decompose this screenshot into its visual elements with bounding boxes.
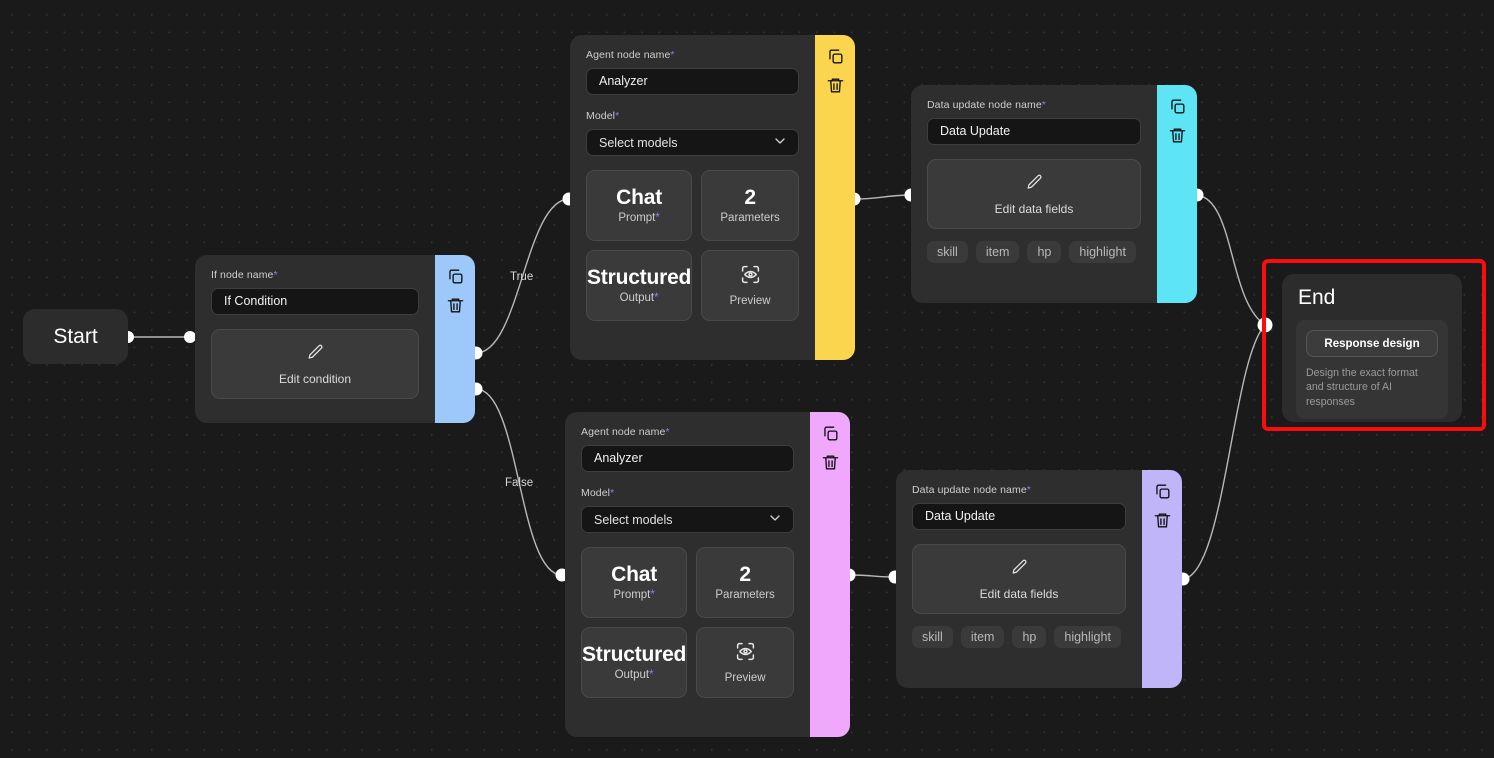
- tile-parameters-label: Parameters: [720, 211, 780, 224]
- start-node[interactable]: Start: [23, 309, 128, 364]
- data-update-top-name-label: Data update node name*: [927, 99, 1046, 111]
- tile-preview[interactable]: Preview: [701, 250, 799, 321]
- tag-pill[interactable]: item: [975, 241, 1020, 263]
- data-update-bottom-tags: skill item hp highlight: [912, 626, 1126, 648]
- edge-dataupdate-bottom-to-end: [1182, 324, 1266, 580]
- agent-true-model-value: Select models: [599, 135, 678, 150]
- tile-structured-output[interactable]: Structured Output*: [586, 250, 693, 321]
- edit-data-fields-label: Edit data fields: [994, 201, 1074, 216]
- copy-icon[interactable]: [446, 267, 465, 286]
- trash-icon[interactable]: [826, 76, 845, 95]
- tile-preview-label: Preview: [724, 672, 766, 684]
- chevron-down-icon: [772, 133, 788, 152]
- data-update-top-rail: [1157, 85, 1197, 303]
- response-design-button[interactable]: Response design: [1306, 330, 1438, 357]
- copy-icon[interactable]: [826, 47, 845, 66]
- tile-chat-label: Prompt*: [618, 211, 660, 224]
- agent-false-rail: [810, 412, 850, 737]
- chevron-down-icon: [767, 510, 783, 529]
- edge-dataupdate-top-to-end: [1196, 194, 1266, 326]
- data-update-node-bottom[interactable]: Data update node name* Data Update Edit …: [896, 470, 1182, 688]
- tile-structured-value: Structured: [587, 266, 692, 290]
- pencil-icon: [1025, 173, 1044, 197]
- trash-icon[interactable]: [821, 453, 840, 472]
- data-update-bottom-rail: [1142, 470, 1182, 688]
- pencil-icon: [1010, 558, 1029, 582]
- tile-parameters-value: 2: [739, 563, 751, 587]
- agent-false-name-label: Agent node name*: [581, 426, 670, 438]
- pencil-icon: [306, 343, 325, 367]
- response-design-description: Design the exact format and structure of…: [1306, 367, 1418, 408]
- end-node-title: End: [1298, 286, 1336, 309]
- end-node[interactable]: End Response design Design the exact for…: [1282, 274, 1462, 422]
- agent-true-rail: [815, 35, 855, 360]
- agent-true-model-select[interactable]: Select models: [586, 129, 799, 156]
- edit-data-fields-button[interactable]: Edit data fields: [927, 159, 1141, 229]
- start-node-title: Start: [53, 324, 98, 348]
- tag-pill[interactable]: highlight: [1069, 241, 1136, 263]
- tile-chat-prompt[interactable]: Chat Prompt*: [581, 547, 688, 618]
- if-node[interactable]: If node name* If Condition Edit conditio…: [195, 255, 475, 423]
- edge-agent-to-dataupdate-top: [853, 194, 912, 200]
- edge-label-false: False: [505, 477, 534, 489]
- eye-scan-icon: [740, 264, 761, 290]
- tile-preview[interactable]: Preview: [696, 627, 794, 698]
- agent-false-model-value: Select models: [594, 512, 673, 527]
- eye-scan-icon: [735, 641, 756, 667]
- edge-label-true: True: [510, 271, 534, 283]
- tag-pill[interactable]: hp: [1027, 241, 1062, 263]
- tag-pill[interactable]: item: [960, 626, 1005, 648]
- tile-parameters-label: Parameters: [715, 588, 775, 601]
- trash-icon[interactable]: [446, 296, 465, 315]
- tile-parameters[interactable]: 2 Parameters: [696, 547, 794, 618]
- copy-icon[interactable]: [821, 424, 840, 443]
- agent-true-model-label: Model*: [586, 110, 620, 122]
- copy-icon[interactable]: [1168, 97, 1187, 116]
- edit-condition-label: Edit condition: [278, 371, 352, 386]
- edit-data-fields-button[interactable]: Edit data fields: [912, 544, 1126, 614]
- end-node-selection-outline: End Response design Design the exact for…: [1262, 259, 1486, 431]
- data-update-top-name-input[interactable]: Data Update: [927, 118, 1141, 145]
- tile-structured-value: Structured: [582, 643, 687, 667]
- tag-pill[interactable]: skill: [927, 241, 968, 263]
- trash-icon[interactable]: [1153, 511, 1172, 530]
- agent-node-true[interactable]: Agent node name* Analyzer Model* Select …: [570, 35, 855, 360]
- data-update-bottom-name-label: Data update node name*: [912, 484, 1031, 496]
- data-update-node-top[interactable]: Data update node name* Data Update Edit …: [911, 85, 1197, 303]
- tile-chat-prompt[interactable]: Chat Prompt*: [586, 170, 693, 241]
- agent-node-false[interactable]: Agent node name* Analyzer Model* Select …: [565, 412, 850, 737]
- agent-false-name-input[interactable]: Analyzer: [581, 445, 794, 472]
- tag-pill[interactable]: highlight: [1054, 626, 1121, 648]
- trash-icon[interactable]: [1168, 126, 1187, 145]
- tag-pill[interactable]: hp: [1012, 626, 1047, 648]
- tile-chat-label: Prompt*: [613, 588, 655, 601]
- tile-parameters[interactable]: 2 Parameters: [701, 170, 799, 241]
- data-update-top-tags: skill item hp highlight: [927, 241, 1141, 263]
- tile-preview-label: Preview: [729, 295, 771, 307]
- agent-false-tiles: Chat Prompt* 2 Parameters Structured Out…: [581, 547, 794, 698]
- edit-data-fields-label: Edit data fields: [979, 586, 1059, 601]
- if-node-name-input[interactable]: If Condition: [211, 288, 419, 315]
- tile-parameters-value: 2: [744, 186, 756, 210]
- tile-structured-output[interactable]: Structured Output*: [581, 627, 688, 698]
- end-node-panel: Response design Design the exact format …: [1296, 320, 1448, 419]
- agent-true-name-input[interactable]: Analyzer: [586, 68, 799, 95]
- agent-true-tiles: Chat Prompt* 2 Parameters Structured Out…: [586, 170, 799, 321]
- data-update-bottom-name-input[interactable]: Data Update: [912, 503, 1126, 530]
- copy-icon[interactable]: [1153, 482, 1172, 501]
- tile-structured-label: Output*: [619, 291, 659, 304]
- edge-agent-to-dataupdate-bottom: [848, 574, 896, 578]
- tile-chat-value: Chat: [611, 563, 658, 587]
- tile-chat-value: Chat: [616, 186, 663, 210]
- tag-pill[interactable]: skill: [912, 626, 953, 648]
- agent-false-model-label: Model*: [581, 487, 615, 499]
- edit-condition-button[interactable]: Edit condition: [211, 329, 419, 399]
- if-node-rail: [435, 255, 475, 423]
- tile-structured-label: Output*: [614, 668, 654, 681]
- if-node-name-label: If node name*: [211, 269, 278, 281]
- agent-true-name-label: Agent node name*: [586, 49, 675, 61]
- agent-false-model-select[interactable]: Select models: [581, 506, 794, 533]
